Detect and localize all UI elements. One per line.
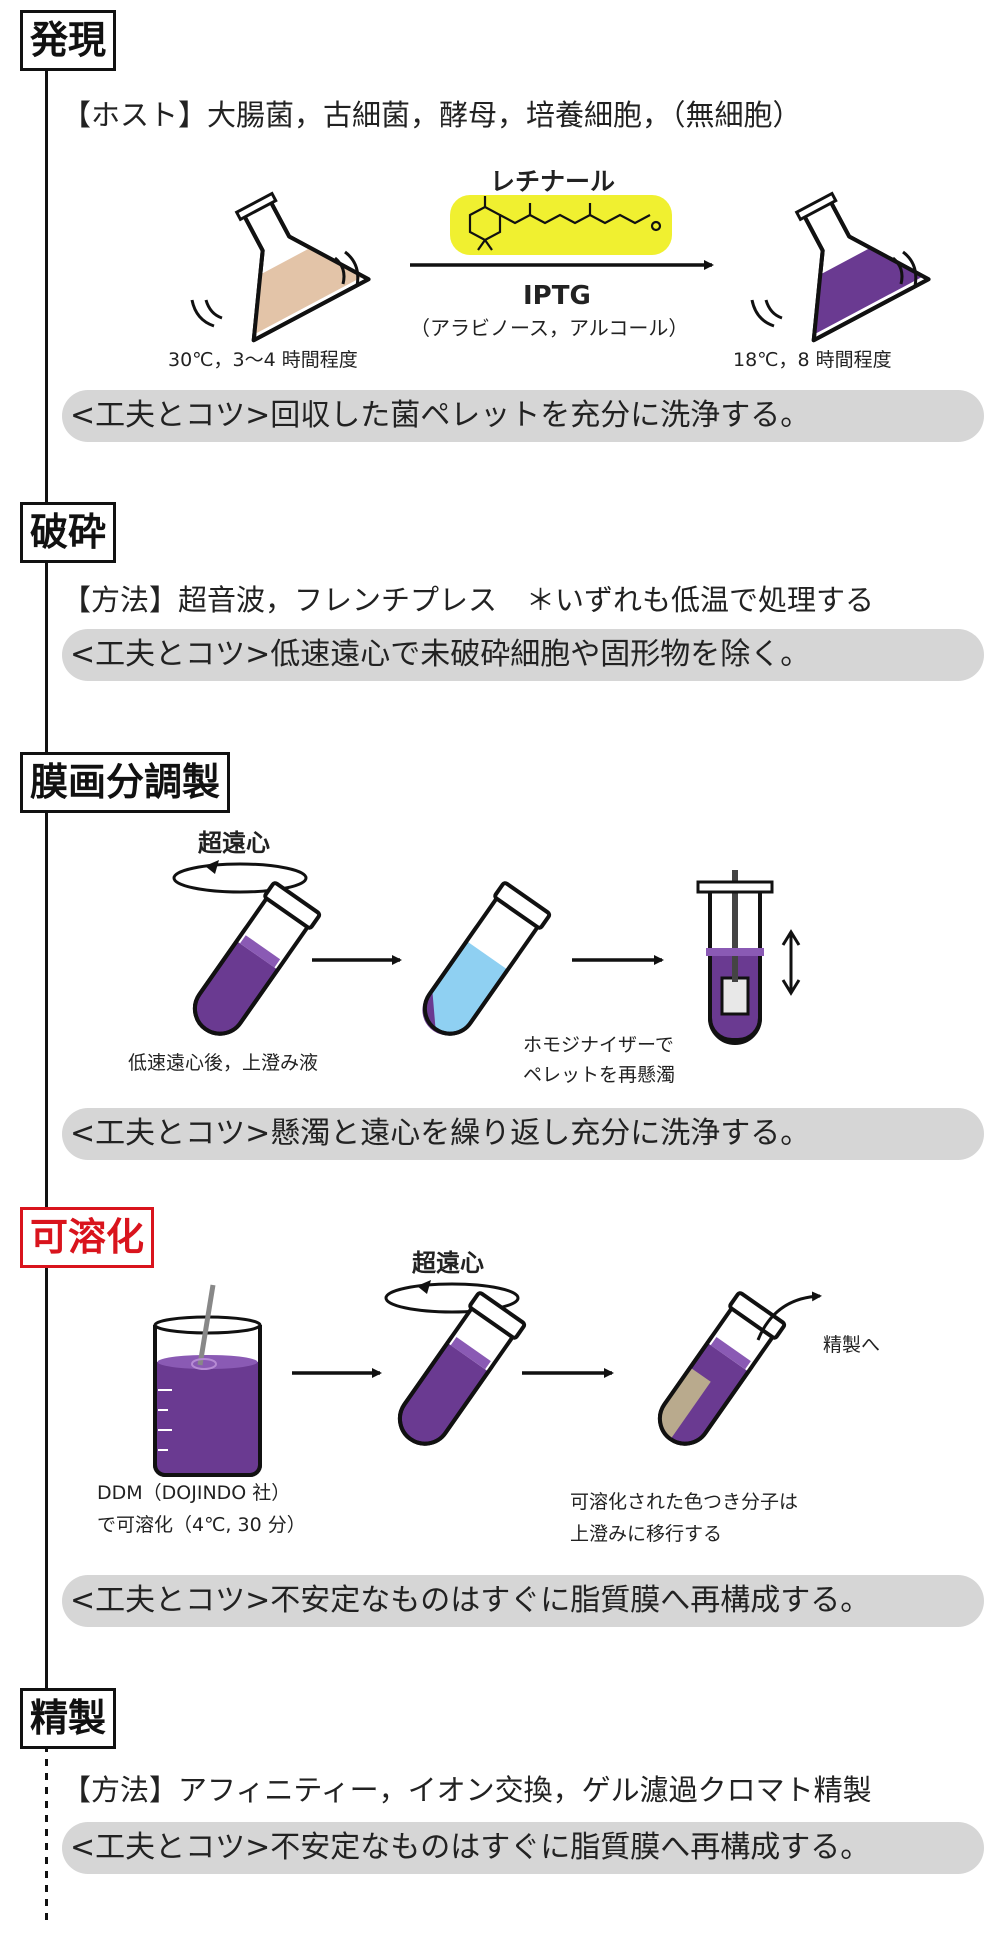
step-title-disruption: 破砕 <box>20 502 117 563</box>
tip-expression: <工夫とコツ>回収した菌ペレットを充分に洗浄する。 <box>62 390 984 442</box>
test-tube-icon <box>397 1291 527 1446</box>
retinal-label: レチナール <box>490 167 616 196</box>
inducer-alt-label: （アラビノース，アルコール） <box>410 316 689 340</box>
timeline-dotted-line <box>45 1745 48 1925</box>
culture-before-caption: 30℃，3〜4 時間程度 <box>168 349 358 371</box>
updown-arrow-icon <box>781 929 801 996</box>
shake-lines-icon <box>190 250 360 328</box>
homogenizer-icon <box>696 870 774 1045</box>
host-line: 【ホスト】大腸菌，古細菌，酵母，培養細胞，（無細胞） <box>62 98 802 132</box>
test-tube-icon <box>422 881 552 1036</box>
supernatant-caption: 低速遠心後，上澄み液 <box>128 1052 319 1074</box>
retinal-structure-icon <box>468 196 662 251</box>
step-title-expression: 発現 <box>20 10 117 71</box>
homogenizer-caption-2: ペレットを再懸濁 <box>523 1064 676 1086</box>
curved-arrow-icon <box>756 1291 822 1341</box>
retinal-highlight <box>450 195 672 255</box>
timeline-line <box>45 62 48 1740</box>
step-title-membrane-prep: 膜画分調製 <box>20 752 231 813</box>
ultracentrifuge-label-1: 超遠心 <box>198 829 270 857</box>
solubilized-caption-1: 可溶化された色つき分子は <box>570 1491 799 1513</box>
tip-solubilization: <工夫とコツ>不安定なものはすぐに脂質膜へ再構成する。 <box>62 1575 984 1627</box>
solubilized-caption-2: 上澄みに移行する <box>570 1523 723 1545</box>
test-tube-icon <box>192 881 322 1036</box>
culture-after-caption: 18℃，8 時間程度 <box>733 349 892 371</box>
beaker-icon <box>153 1284 262 1477</box>
ddm-caption-2: で可溶化（4℃, 30 分） <box>97 1514 306 1536</box>
rotation-arrow-icon <box>172 862 308 894</box>
step-title-purification: 精製 <box>20 1688 117 1749</box>
rotation-arrow-icon <box>384 1282 520 1314</box>
ddm-caption-1: DDM（DOJINDO 社） <box>97 1482 291 1504</box>
test-tube-icon <box>657 1291 787 1446</box>
ultracentrifuge-label-2: 超遠心 <box>412 1249 484 1277</box>
inducer-label: IPTG <box>523 281 591 311</box>
tip-purification: <工夫とコツ>不安定なものはすぐに脂質膜へ再構成する。 <box>62 1822 984 1874</box>
shake-lines-icon <box>750 250 918 328</box>
disruption-method-line: 【方法】超音波，フレンチプレス ＊いずれも低温で処理する <box>62 583 875 617</box>
flask-icon <box>794 191 931 343</box>
step-title-solubilization: 可溶化 <box>20 1207 155 1268</box>
tip-membrane-prep: <工夫とコツ>懸濁と遠心を繰り返し充分に洗浄する。 <box>62 1108 984 1160</box>
homogenizer-caption-1: ホモジナイザーで <box>523 1034 674 1056</box>
flask-icon <box>234 191 371 343</box>
purification-method-line: 【方法】アフィニティー，イオン交換，ゲル濾過クロマト精製 <box>62 1773 872 1807</box>
tip-disruption: <工夫とコツ>低速遠心で未破砕細胞や固形物を除く。 <box>62 629 984 681</box>
to-purification-label: 精製へ <box>823 1334 881 1356</box>
